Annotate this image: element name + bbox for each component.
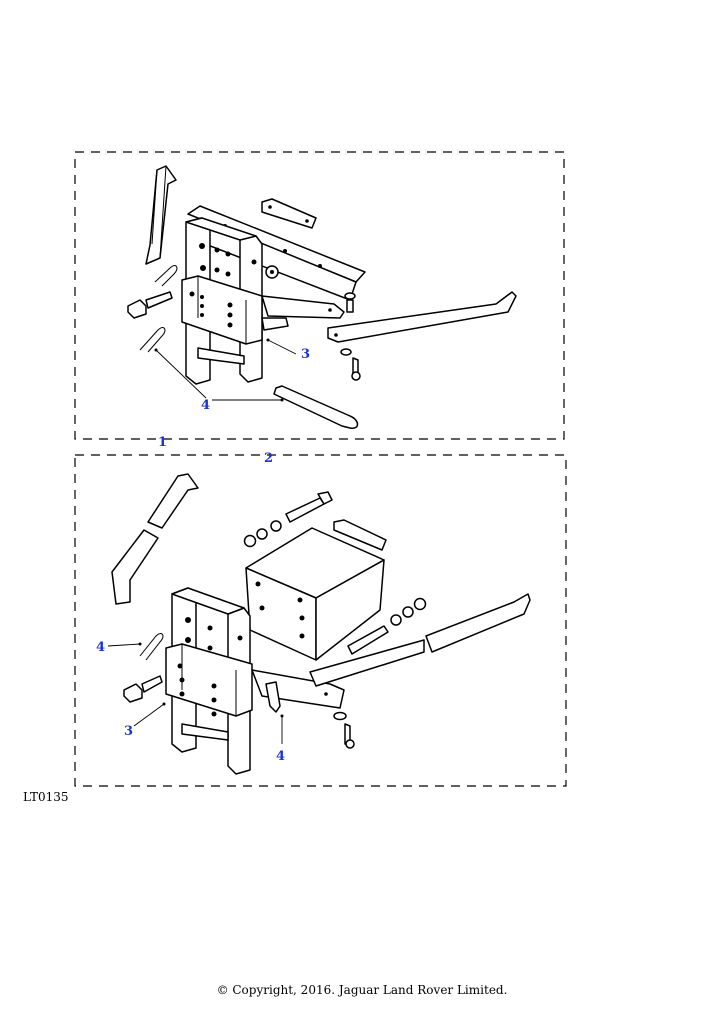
r-clip [154,265,178,287]
top-assembly [127,165,517,429]
callout-1: 1 [158,435,167,450]
group-box-1 [74,151,565,440]
support-strut-lower [309,639,425,687]
group-box-2 [74,454,567,787]
callout-4-left: 4 [96,640,105,655]
drop-pin [273,385,359,429]
long-bolt [285,497,325,523]
angled-strut [145,165,177,265]
angled-bracket [147,473,199,529]
hitch-bolt [127,299,147,319]
copyright-notice: © Copyright, 2016. Jaguar Land Rover Lim… [216,983,508,997]
callout-4-top: 4 [201,398,210,413]
callout-4-bottom: 4 [276,749,285,764]
support-strut [327,291,517,343]
figure-reference: LT0135 [23,790,69,804]
clamp-plate [261,198,317,229]
callout-3-top: 3 [301,347,310,362]
link-strap [261,295,345,319]
bottom-assembly [111,473,531,775]
callout-3-bottom: 3 [124,724,133,739]
callout-2: 2 [264,451,273,466]
